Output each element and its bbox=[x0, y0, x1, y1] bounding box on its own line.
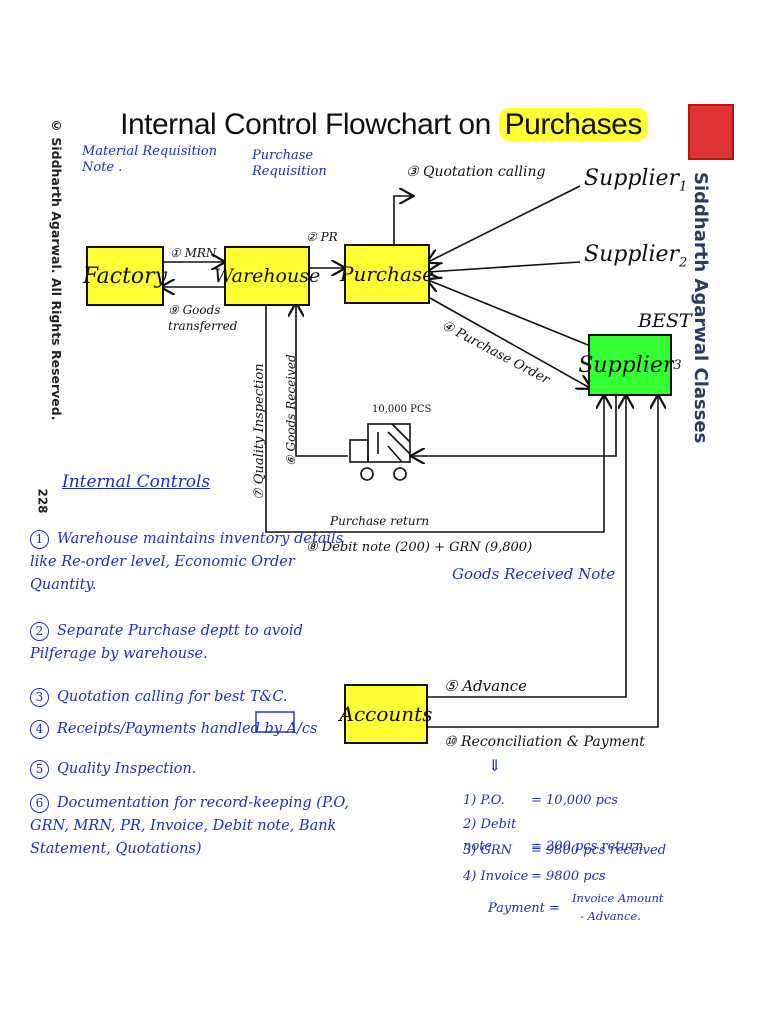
control-number: 3 bbox=[30, 688, 49, 707]
accounts-box: Accounts bbox=[340, 684, 432, 744]
reconciliation-key: 3) GRN bbox=[463, 843, 513, 858]
control-item: 5 Quality Inspection. bbox=[30, 758, 350, 781]
goods-received-label: ⑥ Goods Received bbox=[284, 354, 298, 466]
supplier3-label: Supplier bbox=[578, 352, 674, 378]
copyright-text: © Siddharth Agarwal. All Rights Reserved… bbox=[49, 118, 64, 421]
control-text: Quotation calling for best T&C. bbox=[57, 689, 288, 705]
quotation-label: ③ Quotation calling bbox=[406, 164, 546, 180]
pr-label: ② PR bbox=[306, 230, 338, 244]
debit-note-label: ⑧ Debit note (200) + GRN (9,800) bbox=[306, 540, 533, 555]
reconciliation-value: = 9800 pcs bbox=[531, 869, 606, 884]
control-text: Documentation for record-keeping (P.O, G… bbox=[30, 795, 350, 857]
advance-arrow bbox=[424, 396, 626, 698]
brand-logo bbox=[688, 104, 734, 160]
goods-transferred-label: ⑨ Goods transferred bbox=[168, 303, 238, 333]
supplier2-text: Supplier bbox=[584, 242, 680, 267]
quality-inspection-label: ⑦ Quality Inspection bbox=[252, 363, 267, 500]
supplier2-arrow bbox=[428, 261, 581, 272]
mrn-label: ① MRN bbox=[170, 246, 217, 260]
title-prefix: Internal Control Flowchart on bbox=[120, 108, 499, 141]
advance-label: ⑤ Advance bbox=[444, 677, 528, 695]
reconciliation-label: ⑩ Reconciliation & Payment bbox=[444, 734, 645, 750]
pr-note: Purchase Requisition bbox=[252, 148, 327, 179]
reconciliation-row: 1) P.O. = 10,000 pcs bbox=[463, 790, 618, 812]
control-item: 3 Quotation calling for best T&C. bbox=[30, 686, 350, 709]
reconciliation-key: 2) Debit note bbox=[463, 817, 517, 854]
supplier3-quote-arrow bbox=[428, 280, 589, 346]
control-number: 4 bbox=[30, 720, 49, 739]
payment-arrow bbox=[424, 396, 658, 728]
reconciliation-value: = 200 pcs return bbox=[531, 839, 644, 854]
control-item: 4 Receipts/Payments handled by A/cs bbox=[30, 718, 350, 741]
page-title: Internal Control Flowchart on Purchases bbox=[0, 108, 768, 142]
reconciliation-key: 1) P.O. bbox=[463, 793, 505, 808]
reconciliation-row: 3) GRN = 9800 pcs received bbox=[463, 840, 666, 862]
payment-label: Payment = bbox=[488, 901, 560, 916]
control-number: 6 bbox=[30, 794, 49, 813]
truck-icon bbox=[349, 423, 411, 481]
payment-line-1: Invoice Amount bbox=[572, 891, 664, 905]
purchase-order-arrow bbox=[429, 297, 590, 388]
payment-line-2: - Advance. bbox=[580, 909, 641, 923]
supplier3-subscript: 3 bbox=[673, 357, 682, 373]
delivery-arrow bbox=[412, 396, 617, 456]
factory-box: Factory bbox=[83, 246, 167, 306]
best-label: BEST bbox=[638, 310, 692, 332]
control-number: 2 bbox=[30, 622, 49, 641]
reconciliation-value: = 10,000 pcs bbox=[531, 793, 618, 808]
control-text: Warehouse maintains inventory details li… bbox=[30, 531, 344, 593]
supplier1-text: Supplier bbox=[584, 166, 680, 191]
reconciliation-value: = 9800 pcs received bbox=[531, 843, 667, 858]
control-text: Separate Purchase deptt to avoid Pilfera… bbox=[30, 623, 303, 662]
supplier1-subscript: 1 bbox=[679, 179, 688, 195]
supplier1-arrow bbox=[428, 185, 581, 262]
purchase-return-arrow bbox=[265, 304, 604, 533]
control-text: Receipts/Payments handled by A/cs bbox=[57, 721, 318, 737]
title-highlight: Purchases bbox=[498, 108, 648, 141]
internal-controls-heading: Internal Controls bbox=[62, 472, 211, 492]
warehouse-box: Warehouse bbox=[214, 246, 320, 306]
control-number: 1 bbox=[30, 530, 49, 549]
purchase-return-label: Purchase return bbox=[330, 514, 430, 528]
truck-quantity-label: 10,000 PCS bbox=[372, 404, 432, 415]
control-text: Quality Inspection. bbox=[57, 761, 197, 777]
quotation-arrow bbox=[393, 196, 412, 244]
down-arrow-icon: ⇓ bbox=[488, 756, 502, 775]
supplier2-subscript: 2 bbox=[679, 255, 688, 271]
reconciliation-row: 2) Debit note = 200 pcs return bbox=[463, 814, 643, 858]
reconciliation-row: 4) Invoice= 9800 pcs bbox=[463, 866, 606, 888]
purchase-box: Purchase bbox=[340, 244, 434, 304]
control-number: 5 bbox=[30, 760, 49, 779]
reconciliation-key: 4) Invoice bbox=[463, 869, 529, 884]
goods-received-arrow bbox=[296, 304, 348, 457]
grn-full-label: Goods Received Note bbox=[452, 565, 616, 583]
supplier2-label: Supplier2 bbox=[584, 242, 687, 270]
supplier1-label: Supplier1 bbox=[584, 166, 687, 194]
mrn-note: Material Requisition Note . bbox=[82, 144, 218, 175]
brand-name: Siddharth Agarwal Classes bbox=[690, 172, 711, 444]
